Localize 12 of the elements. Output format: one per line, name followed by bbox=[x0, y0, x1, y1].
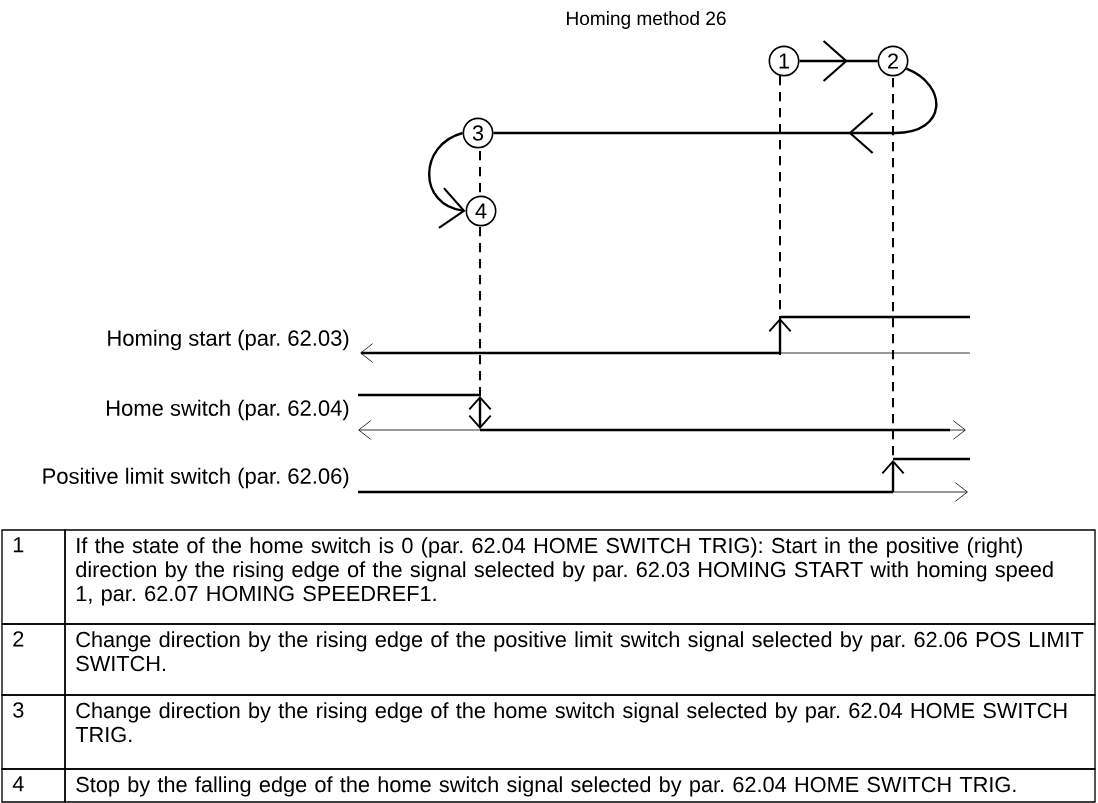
table-cell: Change direction by the rising edge of the positive limit switch signal selected by par. 62.06 POS LIMIT SWITCH. bbox=[64, 623, 1096, 696]
signal-label: Homing start (par. 62.03) bbox=[108, 329, 349, 351]
signal-label: Positive limit switch (par. 62.06) bbox=[43, 467, 349, 489]
table-cell: Change direction by the rising edge of the home switch signal selected by par. 62.04 HOME SWITCH TRIG. bbox=[64, 694, 1096, 770]
table-cell: 3 bbox=[1, 694, 66, 770]
table-cell: 2 bbox=[1, 623, 66, 696]
signal-label: Home switch (par. 62.04) bbox=[107, 399, 349, 421]
table-cell: If the state of the home switch is 0 (par. 62.04 HOME SWITCH TRIG): Start in the positive (right) direction by the rising edge of the signal selected by par. 62.03 HOMING START with homing speed 1, par. 62.07 HOMING SPEEDREF1. bbox=[64, 529, 1096, 625]
table-cell: 1 bbox=[1, 529, 66, 625]
table-cell: Stop by the falling edge of the home switch signal selected by par. 62.04 HOME SWITCH TRIG. bbox=[64, 768, 1096, 803]
diagram-title: Homing method 26 bbox=[567, 11, 726, 29]
table-cell: 4 bbox=[1, 768, 66, 803]
